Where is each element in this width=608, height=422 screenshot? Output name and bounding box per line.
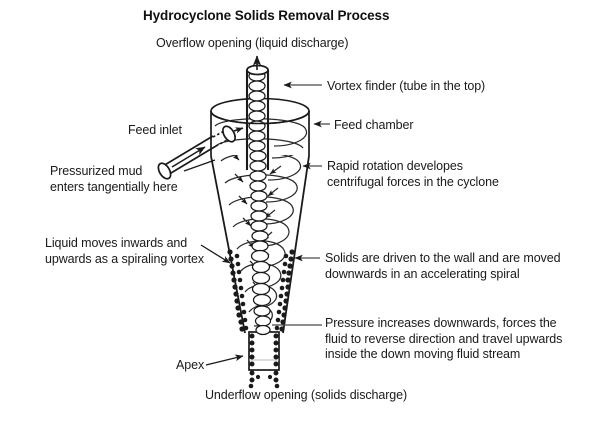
conical-body: [210, 155, 310, 334]
apex-tube: [248, 331, 280, 389]
leader-lines: [183, 81, 330, 366]
label-overflow-opening: Overflow opening (liquid discharge): [156, 36, 349, 50]
label-liquid-moves-line2: upwards as a spiraling vortex: [45, 251, 204, 266]
label-rapid-rotation-line2: centrifugal forces in the cyclone: [327, 174, 499, 189]
label-pressure-line1: Pressure increases downwards, forces the: [325, 316, 557, 330]
label-underflow-opening: Underflow opening (solids discharge): [205, 388, 408, 402]
solids-particles: [227, 249, 295, 332]
label-pressurized-line2: enters tangentially here: [50, 179, 178, 194]
label-pressure-increases: Pressure increases downwards, forces the…: [325, 316, 562, 363]
label-rapid-rotation-line1: Rapid rotation developes: [327, 159, 463, 173]
label-apex: Apex: [176, 358, 205, 372]
label-pressurized-line1: Pressurized mud: [50, 164, 143, 178]
leader-liquid-moves: [200, 244, 231, 264]
label-feed-inlet: Feed inlet: [128, 123, 182, 137]
feed-inlet-pipe: [157, 125, 244, 180]
feed-chamber-front-rim: [210, 110, 310, 125]
label-liquid-moves-line1: Liquid moves inwards and: [45, 236, 188, 250]
label-pressure-line3: inside the down moving fluid stream: [325, 347, 521, 361]
label-solids-driven-line2: downwards in an accelerating spiral: [325, 266, 520, 281]
label-vortex-finder: Vortex finder (tube in the top): [327, 79, 486, 93]
label-solids-driven-line1: Solids are driven to the wall and are mo…: [325, 251, 561, 265]
label-solids-driven: Solids are driven to the wall and are mo…: [325, 251, 561, 282]
figure-title: Hydrocyclone Solids Removal Process: [143, 8, 390, 23]
label-feed-chamber: Feed chamber: [334, 118, 414, 132]
leader-apex: [205, 354, 244, 366]
label-pressure-line2: fluid to reverse direction and travel up…: [325, 331, 563, 346]
leader-pressurized-mud: [183, 159, 216, 172]
